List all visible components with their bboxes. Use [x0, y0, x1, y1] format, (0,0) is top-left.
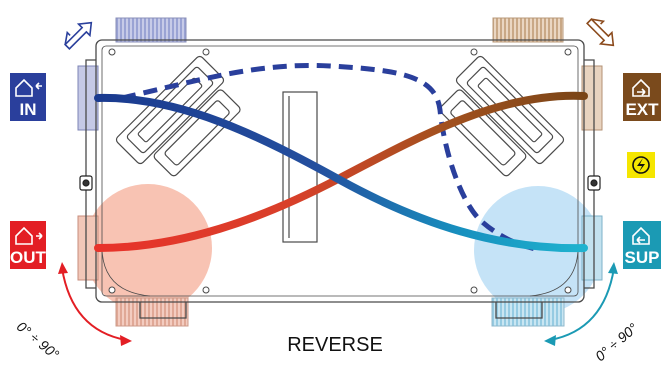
reverse-airflow-diagram [10, 17, 661, 346]
bypass-dashed-flow [121, 62, 541, 253]
left-filter-cassette [115, 55, 241, 177]
electrical-connection-icon [627, 152, 655, 178]
top-left-flow-arrow-icon [64, 21, 93, 50]
right-filter-cassette [439, 55, 565, 177]
out-port-label: OUT [10, 248, 46, 267]
ext-port-label: EXT [625, 100, 659, 119]
screws [108, 48, 572, 294]
bottom-right-collar [491, 297, 565, 327]
bottom-left-collar [115, 297, 189, 327]
in-house-icon [15, 78, 42, 97]
top-left-collar [115, 17, 187, 43]
left-rotation-arc-icon [58, 262, 132, 346]
out-house-icon [15, 226, 43, 245]
wall-clips [79, 175, 601, 191]
ext-house-icon [632, 78, 650, 97]
unit-housing [85, 39, 595, 319]
sup-port-label: SUP [624, 248, 660, 267]
right-rotation-arc-icon [544, 262, 618, 346]
top-right-collar [492, 17, 564, 43]
sup-house-icon [632, 226, 650, 245]
top-right-flow-arrow-icon [586, 18, 615, 47]
supply-airflow-stream [94, 93, 588, 253]
out-port-badge [10, 221, 46, 269]
diagram-caption: REVERSE [287, 334, 383, 356]
in-port-label: IN [19, 100, 37, 119]
in-port-badge [10, 73, 46, 121]
